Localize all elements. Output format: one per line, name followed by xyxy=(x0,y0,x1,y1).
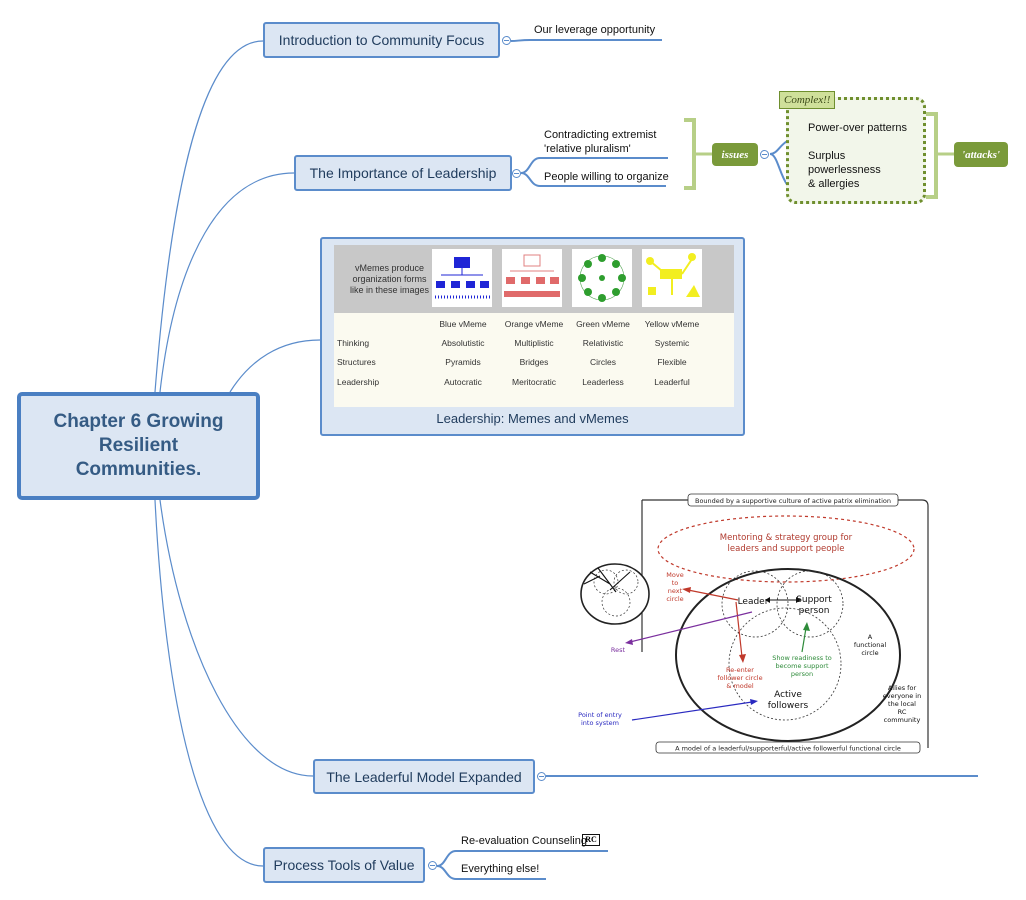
svg-text:Allies for: Allies for xyxy=(888,684,917,692)
model-mentoring-line2: leaders and support people xyxy=(728,544,845,554)
attacks-label: 'attacks' xyxy=(962,148,1000,161)
vmemes-header-text: vMemes produce organization forms like i… xyxy=(349,263,430,295)
model-bottom-banner: A model of a leaderful/supporterful/acti… xyxy=(675,745,901,753)
vmemes-cell: Pyramids xyxy=(445,357,481,367)
topic-label: Process Tools of Value xyxy=(273,857,415,873)
leaf-people-organize[interactable]: People willing to organize xyxy=(544,171,669,183)
svg-text:circle: circle xyxy=(666,595,683,603)
central-topic[interactable]: Chapter 6 Growing Resilient Communities. xyxy=(17,392,260,500)
collapse-toggle-icon[interactable] xyxy=(760,150,769,159)
green-circle-thumbnail xyxy=(572,249,632,307)
svg-text:person: person xyxy=(791,670,813,678)
leaf-contradicting[interactable]: Contradicting extremist 'relative plural… xyxy=(544,129,657,155)
topic-leadership[interactable]: The Importance of Leadership xyxy=(294,155,512,191)
vmemes-row-label: Structures xyxy=(337,357,376,367)
vmemes-cell: Systemic xyxy=(654,338,690,348)
model-leader: Leader xyxy=(738,597,769,607)
collapse-toggle-icon[interactable] xyxy=(512,169,521,178)
leaf-everything-else[interactable]: Everything else! xyxy=(461,863,540,875)
vmemes-cell: Autocratic xyxy=(444,377,482,387)
bracket-left xyxy=(684,118,696,190)
svg-text:Support: Support xyxy=(796,595,832,605)
vmemes-cell: Leaderful xyxy=(654,377,690,387)
svg-text:community: community xyxy=(884,716,921,724)
svg-text:Re-enter: Re-enter xyxy=(726,666,754,674)
collapse-toggle-icon[interactable] xyxy=(537,772,546,781)
leaf-reevaluation[interactable]: Re-evaluation Counseling xyxy=(461,835,587,847)
svg-text:RC: RC xyxy=(898,708,907,716)
complex-label: Complex!! xyxy=(779,91,836,109)
complex-boundary xyxy=(786,97,926,204)
vmemes-cell: Circles xyxy=(590,357,616,367)
topic-process[interactable]: Process Tools of Value xyxy=(263,847,425,883)
svg-text:& model: & model xyxy=(726,682,754,690)
leaf-leverage[interactable]: Our leverage opportunity xyxy=(534,24,656,36)
collapse-toggle-icon[interactable] xyxy=(502,36,511,45)
issues-bubble[interactable]: issues xyxy=(712,143,758,166)
rc-logo-icon: RC xyxy=(582,834,600,846)
topic-leaderful[interactable]: The Leaderful Model Expanded xyxy=(313,759,535,794)
leaf-surplus[interactable]: Surplus powerlessness & allergies xyxy=(808,150,881,190)
leaderful-model-diagram: Bounded by a supportive culture of activ… xyxy=(578,493,929,754)
model-top-banner: Bounded by a supportive culture of activ… xyxy=(695,497,891,505)
topic-introduction[interactable]: Introduction to Community Focus xyxy=(263,22,500,58)
vmemes-cell: Meritocratic xyxy=(512,377,556,387)
topic-label: The Importance of Leadership xyxy=(309,165,497,181)
svg-text:person: person xyxy=(799,606,830,616)
issues-label: issues xyxy=(721,148,749,161)
svg-text:everyone in: everyone in xyxy=(883,692,921,700)
svg-text:follower circle: follower circle xyxy=(717,674,762,682)
svg-text:followers: followers xyxy=(768,701,809,711)
blue-hierarchy-thumbnail xyxy=(432,249,492,307)
link-leaderful xyxy=(159,499,314,777)
svg-text:to: to xyxy=(672,579,679,587)
link-process xyxy=(154,499,264,867)
orange-bridge-thumbnail xyxy=(502,249,562,307)
vmemes-col-orange: Orange vMeme xyxy=(504,319,564,329)
link-image xyxy=(229,339,321,393)
vmemes-row-label: Leadership xyxy=(337,377,380,387)
svg-text:next: next xyxy=(668,587,683,595)
attacks-bubble[interactable]: 'attacks' xyxy=(954,142,1008,167)
vmemes-cell: Leaderless xyxy=(582,377,624,387)
vmemes-col-yellow: Yellow vMeme xyxy=(644,319,700,329)
link-leadership xyxy=(159,172,295,393)
vmemes-cell: Relativistic xyxy=(582,338,624,348)
svg-text:A: A xyxy=(868,633,873,641)
svg-text:Point of entry: Point of entry xyxy=(578,711,622,719)
svg-text:circle: circle xyxy=(861,649,878,657)
svg-text:Show readiness to: Show readiness to xyxy=(772,654,832,662)
svg-text:the local: the local xyxy=(888,700,916,708)
model-mentoring-line1: Mentoring & strategy group for xyxy=(720,533,853,543)
yellow-flexible-thumbnail xyxy=(642,249,702,307)
svg-text:Active: Active xyxy=(774,690,802,700)
vmemes-caption: Leadership: Memes and vMemes xyxy=(436,411,629,426)
model-rest: Rest xyxy=(611,646,626,654)
vmemes-table: vMemes produce organization forms like i… xyxy=(334,245,734,407)
vmemes-image-topic[interactable]: vMemes produce organization forms like i… xyxy=(320,237,745,436)
topic-label: The Leaderful Model Expanded xyxy=(326,768,522,785)
vmemes-cell: Bridges xyxy=(519,357,549,367)
collapse-toggle-icon[interactable] xyxy=(428,861,437,870)
vmemes-row-label: Thinking xyxy=(337,338,370,348)
link-intro xyxy=(154,40,264,393)
vmemes-cell: Flexible xyxy=(657,357,687,367)
leaf-power-over[interactable]: Power-over patterns xyxy=(808,122,908,134)
svg-text:functional: functional xyxy=(854,641,887,649)
svg-text:become support: become support xyxy=(775,662,828,670)
central-title: Chapter 6 Growing Resilient Communities. xyxy=(53,411,224,480)
svg-text:Move: Move xyxy=(666,571,683,579)
vmemes-col-green: Green vMeme xyxy=(576,319,630,329)
svg-text:into system: into system xyxy=(581,719,619,727)
vmemes-col-blue: Blue vMeme xyxy=(439,319,487,329)
vmemes-cell: Multiplistic xyxy=(514,338,554,348)
vmemes-cell: Absolutistic xyxy=(441,338,485,348)
vmemes-header: vMemes produce organization forms like i… xyxy=(334,245,734,313)
bracket-right xyxy=(926,112,938,199)
topic-label: Introduction to Community Focus xyxy=(278,32,485,48)
